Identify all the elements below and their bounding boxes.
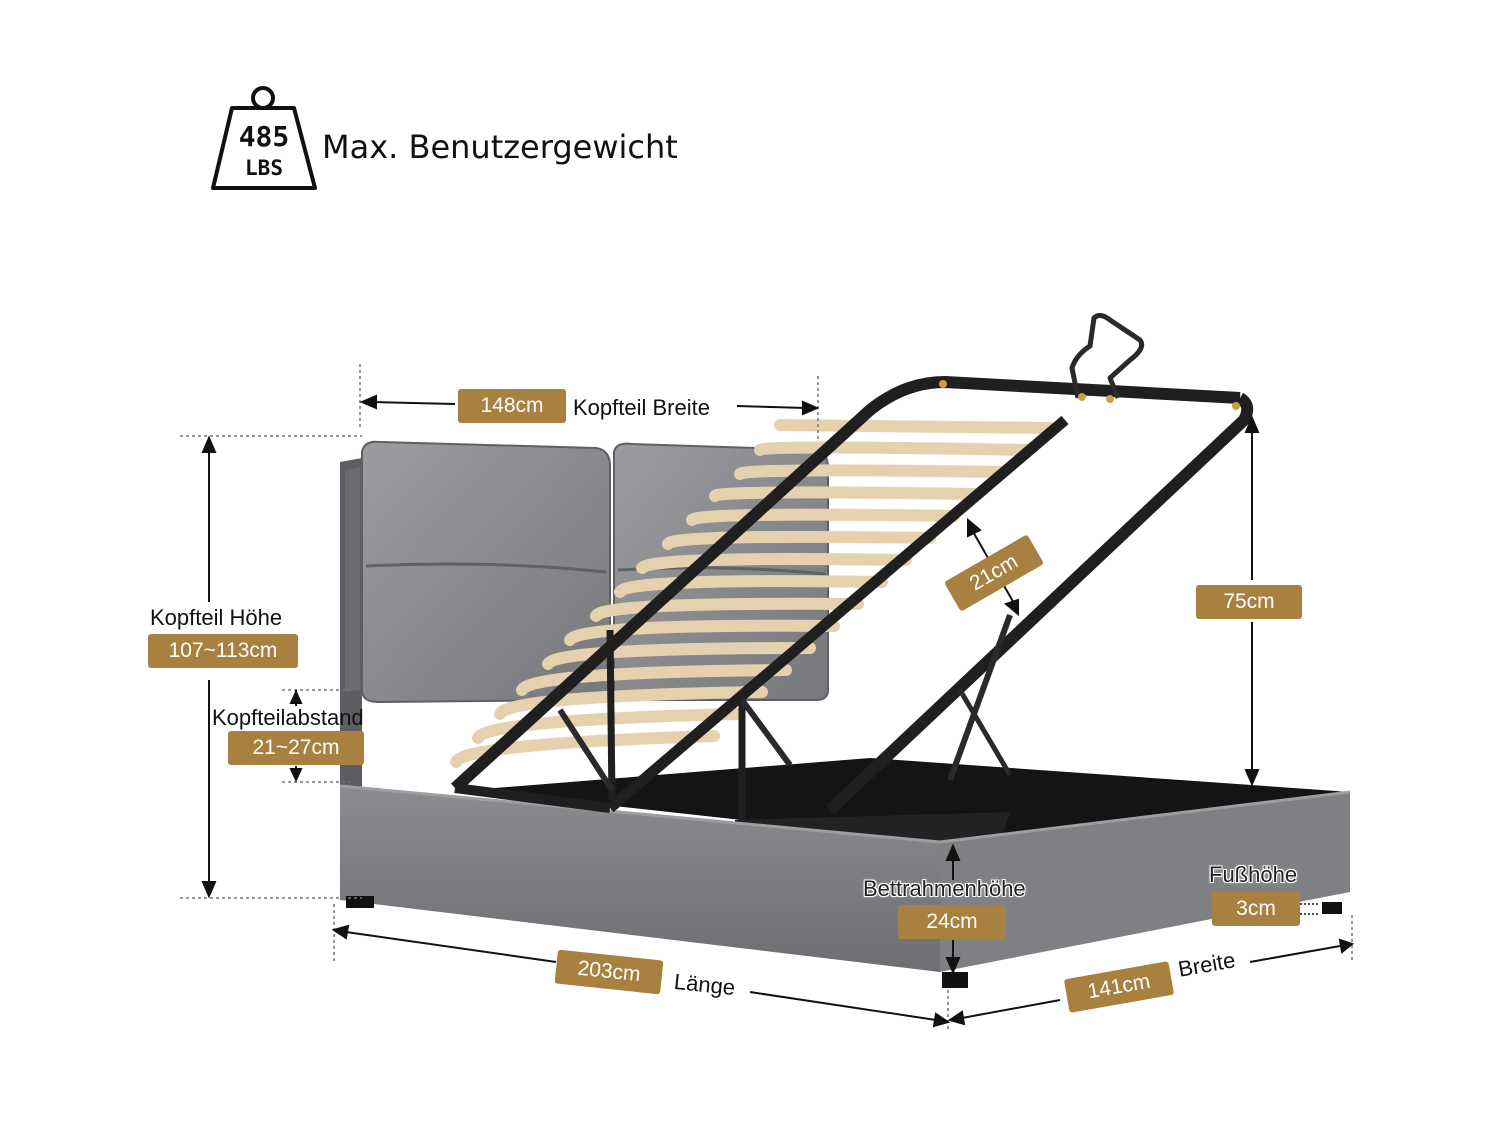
foot-height-label: Fußhöhe [1209, 862, 1298, 887]
weight-value: 485 [238, 120, 290, 153]
dimension-lines [180, 364, 1355, 1030]
headboard-width-label: Kopfteil Breite [573, 395, 710, 420]
open-height-badge: 75cm [1196, 585, 1302, 619]
foot-left [346, 896, 374, 908]
headboard-height-badge: 107~113cm [148, 634, 298, 668]
frame-height-badge: 24cm [898, 905, 1006, 939]
storage-interior [470, 758, 1350, 842]
weight-icon [211, 86, 317, 190]
slatted-frame [450, 312, 1254, 820]
headboard-gap-badge: 21~27cm [228, 731, 364, 765]
foot-front [942, 972, 968, 988]
frame-height-label: Bettrahmenhöhe [863, 876, 1026, 901]
headboard-cushion-left [361, 440, 611, 704]
foot-height-badge: 3cm [1212, 892, 1300, 926]
headboard-width-badge: 148cm [458, 389, 566, 423]
foot-right [1322, 902, 1342, 914]
frame-foot [940, 792, 1350, 972]
headboard-height-label: Kopfteil Höhe [150, 605, 283, 630]
headboard-gap-label: Kopfteilabstand [212, 705, 364, 730]
frame-side-long [340, 786, 940, 972]
weight-unit: LBS [245, 156, 283, 180]
weight-caption: Max. Benutzergewicht [322, 128, 678, 166]
